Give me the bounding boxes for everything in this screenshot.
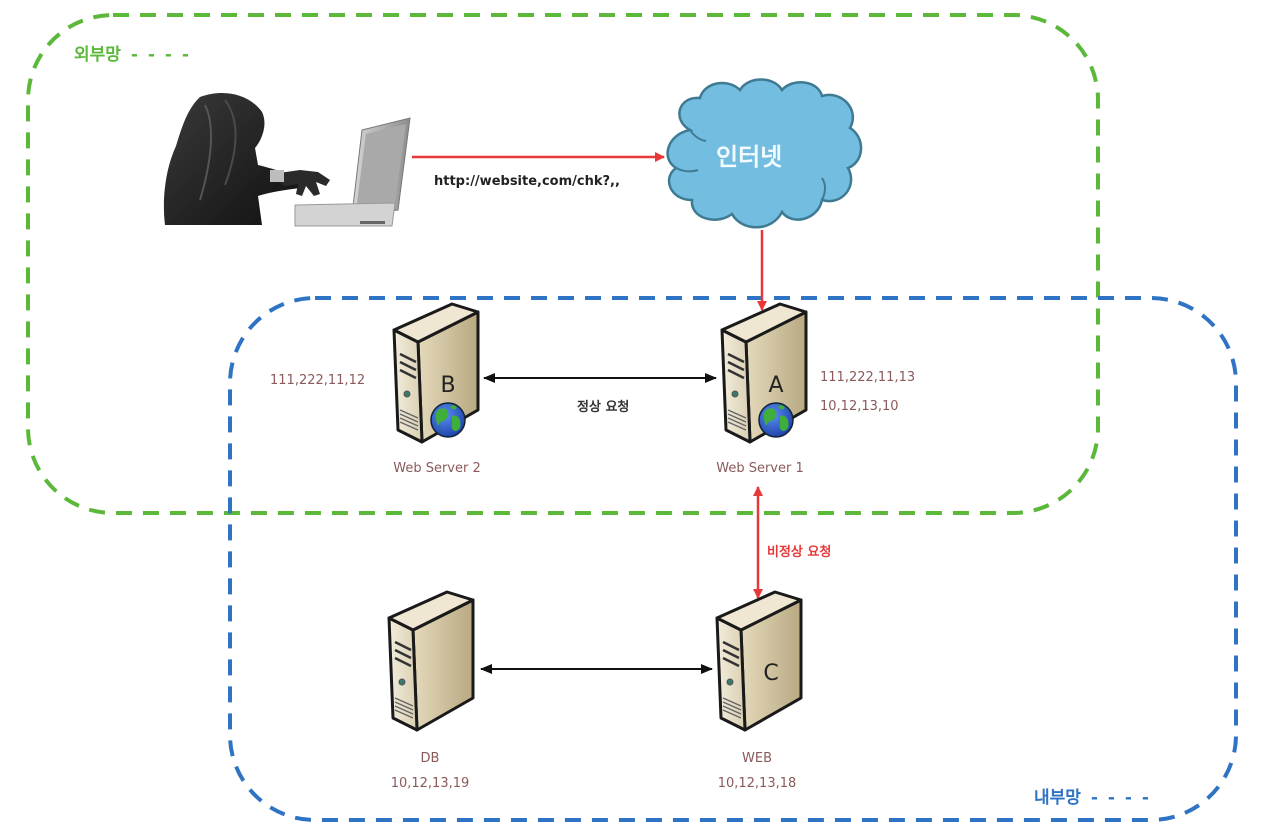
server-letter: A	[768, 373, 783, 398]
abnormal-request-label: 비정상 요청	[767, 545, 832, 560]
globe-icon	[430, 402, 466, 438]
web-c-server-name: WEB	[742, 751, 772, 766]
db-server-icon	[387, 590, 475, 732]
server-letter: C	[763, 661, 778, 686]
web-server-2-icon: B	[392, 302, 480, 444]
web-server-2-name: Web Server 2	[393, 461, 481, 476]
web-server-1-icon: A	[720, 302, 808, 444]
external-network-label: 외부망	[74, 45, 121, 65]
web-c-server-icon: C	[715, 590, 803, 732]
server-letter: B	[440, 373, 455, 398]
internal-network-boundary	[228, 296, 1238, 822]
db-server-ip: 10,12,13,19	[390, 776, 470, 791]
hacker-icon	[163, 93, 411, 227]
web-c-server-ip: 10,12,13,18	[717, 776, 797, 791]
internal-network-label: 내부망	[1034, 788, 1081, 808]
web-server-1-name: Web Server 1	[716, 461, 804, 476]
web-server-2-ip: 111,222,11,12	[270, 373, 366, 388]
internet-cloud-icon	[666, 78, 863, 229]
db-server-name: DB	[420, 751, 440, 766]
internal-network-legend: 내부망 - - - -	[1034, 783, 1151, 808]
globe-icon	[758, 402, 794, 438]
web-server-1-ip-private: 10,12,13,10	[820, 399, 899, 414]
internal-dash-sample: - - - -	[1090, 788, 1151, 808]
internet-label: 인터넷	[716, 143, 783, 171]
external-network-boundary	[26, 13, 1100, 515]
external-dash-sample: - - - -	[130, 45, 191, 65]
normal-request-label: 정상 요청	[577, 400, 630, 415]
web-server-1-ip-public: 111,222,11,13	[820, 370, 916, 385]
request-url-label: http://website,com/chk?,,	[434, 174, 620, 189]
external-network-legend: 외부망 - - - -	[74, 40, 191, 65]
